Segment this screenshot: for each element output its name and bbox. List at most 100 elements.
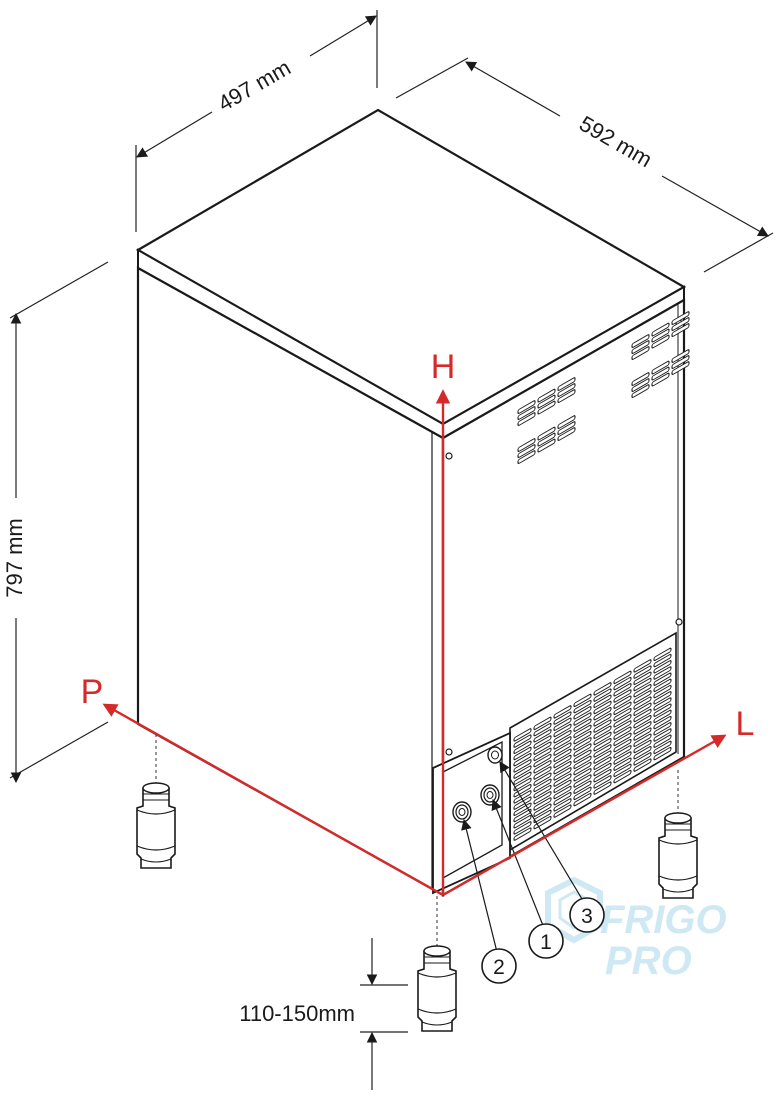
vent-slot: [533, 735, 552, 749]
vent-slot: [593, 762, 612, 777]
vent-slot: [653, 740, 672, 755]
vent-slot: [653, 746, 672, 761]
vent-slot: [633, 683, 652, 698]
vent-slot: [553, 711, 572, 725]
axes: H P L: [81, 348, 755, 897]
vent-slot: [613, 763, 632, 778]
frigopro-watermark: FRIGO PRO: [545, 876, 727, 983]
vent-slot: [633, 677, 652, 692]
vent-slot: [671, 349, 690, 364]
vent-slot: [533, 784, 552, 799]
vent-slot: [671, 361, 690, 376]
vent-slot: [633, 690, 652, 704]
vent-slot: [653, 709, 672, 724]
vent-slot: [553, 785, 572, 800]
vent-slot: [573, 774, 592, 788]
vent-slot: [573, 780, 592, 794]
vent-slot: [653, 678, 672, 693]
vent-slot: [533, 747, 552, 762]
axis-p-label: P: [81, 673, 104, 711]
vent-slot: [593, 706, 612, 721]
vent-slot: [613, 732, 632, 747]
vent-slot: [613, 726, 632, 740]
vent-slot: [573, 699, 592, 714]
vent-slot: [513, 821, 532, 835]
vent-slot: [553, 779, 572, 794]
vent-slot: [633, 758, 652, 772]
vent-slot: [553, 760, 572, 775]
foot-left: [136, 782, 176, 869]
vent-slot: [633, 702, 652, 717]
vent-slot: [651, 360, 670, 375]
watermark-line1: FRIGO: [600, 898, 727, 942]
vent-slot: [593, 731, 612, 746]
vent-slot: [613, 738, 632, 753]
vent-slot: [613, 769, 632, 784]
vent-slot: [513, 752, 532, 767]
vent-slot: [653, 703, 672, 717]
foot-right: [658, 812, 698, 899]
vent-slot: [513, 814, 532, 829]
vent-slot: [613, 745, 632, 759]
vent-slot: [593, 719, 612, 733]
vent-slot: [573, 786, 592, 801]
vent-slot: [533, 772, 552, 786]
vent-slot: [613, 757, 632, 771]
vent-slot: [557, 389, 576, 404]
vent-slot: [613, 670, 632, 685]
vent-slot: [651, 366, 670, 381]
vent-slot: [593, 700, 612, 715]
vent-slot: [513, 808, 532, 823]
vent-slot: [631, 334, 650, 349]
vent-slot: [653, 728, 672, 742]
axis-l-label: L: [736, 705, 755, 743]
vent-slot: [557, 415, 576, 430]
vent-slot: [553, 773, 572, 787]
vent-slot: [513, 728, 532, 742]
vent-slot: [537, 438, 556, 453]
vent-slot: [613, 701, 632, 716]
vent-slot: [631, 372, 650, 387]
vent-slot: [553, 798, 572, 812]
vent-slot: [653, 691, 672, 705]
vent-slot: [613, 751, 632, 765]
dimension-feet-label: 110-150mm: [239, 1001, 355, 1026]
vent-slot: [613, 695, 632, 709]
vent-slot: [513, 796, 532, 810]
vent-slot: [653, 697, 672, 711]
vent-slot: [593, 756, 612, 771]
vent-slot: [573, 718, 592, 732]
vent-slot: [653, 660, 672, 674]
dimension-width-label: 497 mm: [214, 55, 295, 116]
vent-slot: [631, 340, 650, 355]
vent-slot: [593, 688, 612, 702]
vent-slot: [553, 754, 572, 769]
vent-slot: [593, 781, 612, 795]
vent-slot: [633, 665, 652, 679]
vent-slot: [573, 768, 592, 782]
vent-slot: [653, 653, 672, 668]
vent-slot: [573, 724, 592, 739]
vent-slot: [631, 384, 650, 399]
vent-slot: [633, 671, 652, 686]
vent-slot: [533, 791, 552, 805]
vent-slot: [533, 729, 552, 743]
axis-p: [102, 703, 444, 897]
vent-slot: [633, 721, 652, 735]
vent-slot: [631, 346, 650, 361]
vent-slot: [537, 388, 556, 403]
vent-slot: [573, 706, 592, 720]
vent-slot: [613, 689, 632, 703]
vent-slot: [557, 383, 576, 398]
vent-slot: [573, 693, 592, 708]
vent-slot: [653, 647, 672, 662]
callout-2: 2: [481, 948, 517, 984]
dimension-feet: 110-150mm: [239, 938, 408, 1090]
vent-slot: [513, 734, 532, 748]
vent-slot: [573, 743, 592, 757]
vent-slot: [557, 377, 576, 392]
upper-vents: [517, 311, 690, 465]
vent-slot: [573, 792, 592, 807]
vent-slot: [633, 727, 652, 741]
vent-slot: [613, 720, 632, 734]
